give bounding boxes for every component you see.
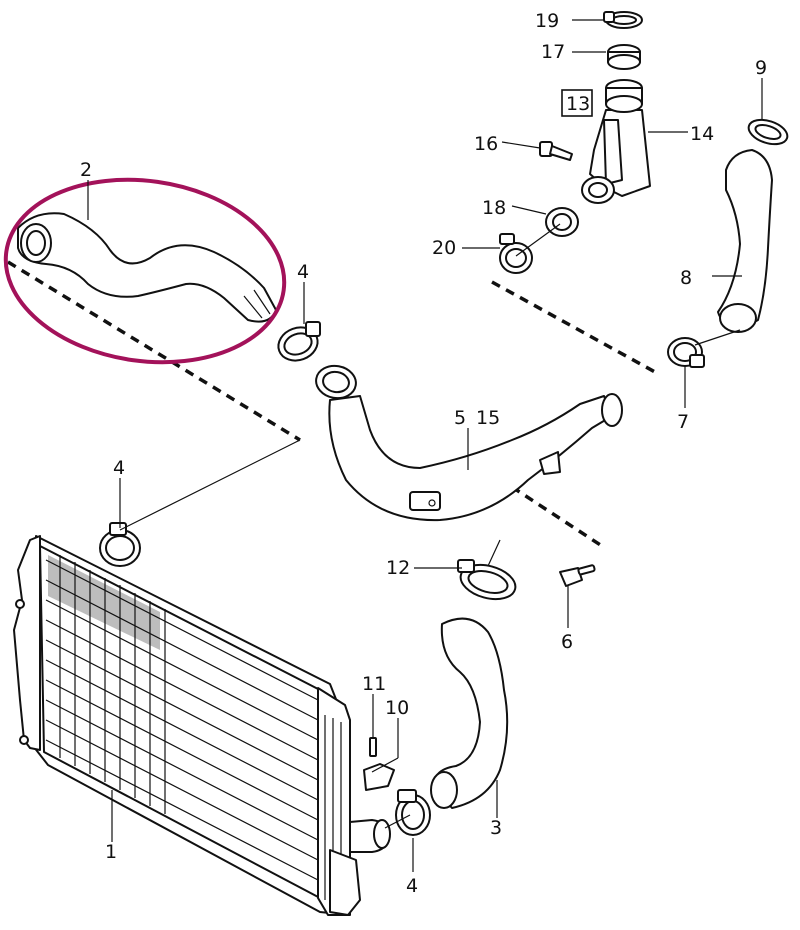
bolt-part-6[interactable] xyxy=(559,564,596,587)
hose-clamp-19[interactable] xyxy=(603,11,643,29)
hose-clamp-12[interactable] xyxy=(457,559,519,604)
callout-19: 19 xyxy=(535,10,559,32)
callout-4-upper: 4 xyxy=(297,261,309,283)
callout-16: 16 xyxy=(474,133,498,155)
charge-pipe-part-5[interactable] xyxy=(314,363,623,522)
hose-part-8[interactable] xyxy=(717,149,773,333)
callout-9: 9 xyxy=(755,57,767,79)
callout-2: 2 xyxy=(80,159,92,181)
callout-4-lower: 4 xyxy=(406,875,418,897)
callout-4-middle: 4 xyxy=(113,457,125,479)
callout-13-box xyxy=(561,89,593,117)
routing-dashes xyxy=(7,260,656,550)
callout-15: 15 xyxy=(476,407,500,429)
seal-part-18[interactable] xyxy=(545,207,579,237)
hose-clamp-7[interactable] xyxy=(667,337,705,368)
callout-6: 6 xyxy=(561,631,573,653)
callout-17: 17 xyxy=(541,41,565,63)
hose-clamp-4-upper[interactable] xyxy=(274,321,323,366)
callout-18: 18 xyxy=(482,197,506,219)
callout-3: 3 xyxy=(490,817,502,839)
callout-13: 13 xyxy=(566,93,590,115)
hose-clamp-9[interactable] xyxy=(746,115,791,148)
callout-20: 20 xyxy=(432,237,456,259)
callout-5: 5 xyxy=(454,407,466,429)
ring-part-13[interactable] xyxy=(605,79,643,113)
hose-part-3[interactable] xyxy=(430,617,509,809)
callout-labels: 2 4 4 1 3 4 5 15 6 7 8 9 10 11 12 13 14 … xyxy=(80,10,767,897)
callout-12: 12 xyxy=(386,557,410,579)
screw-part-11[interactable] xyxy=(369,737,377,757)
bolt-part-16[interactable] xyxy=(539,141,573,161)
intercooler[interactable] xyxy=(13,535,391,916)
hose-clamp-4-lower[interactable] xyxy=(395,789,431,836)
callout-10: 10 xyxy=(385,697,409,719)
callout-7: 7 xyxy=(677,411,689,433)
bracket-part-10[interactable] xyxy=(363,763,395,791)
callout-1: 1 xyxy=(105,841,117,863)
callout-11: 11 xyxy=(362,673,386,695)
hose-part-2[interactable] xyxy=(17,212,277,323)
highlight-ring xyxy=(3,177,287,365)
housing-part-14[interactable] xyxy=(581,109,651,204)
callout-14: 14 xyxy=(690,123,714,145)
seal-part-17[interactable] xyxy=(607,44,641,70)
callout-8: 8 xyxy=(680,267,692,289)
hose-clamp-20[interactable] xyxy=(499,233,533,274)
intercooler-core-grid xyxy=(45,555,319,881)
leader-lines xyxy=(87,19,763,872)
